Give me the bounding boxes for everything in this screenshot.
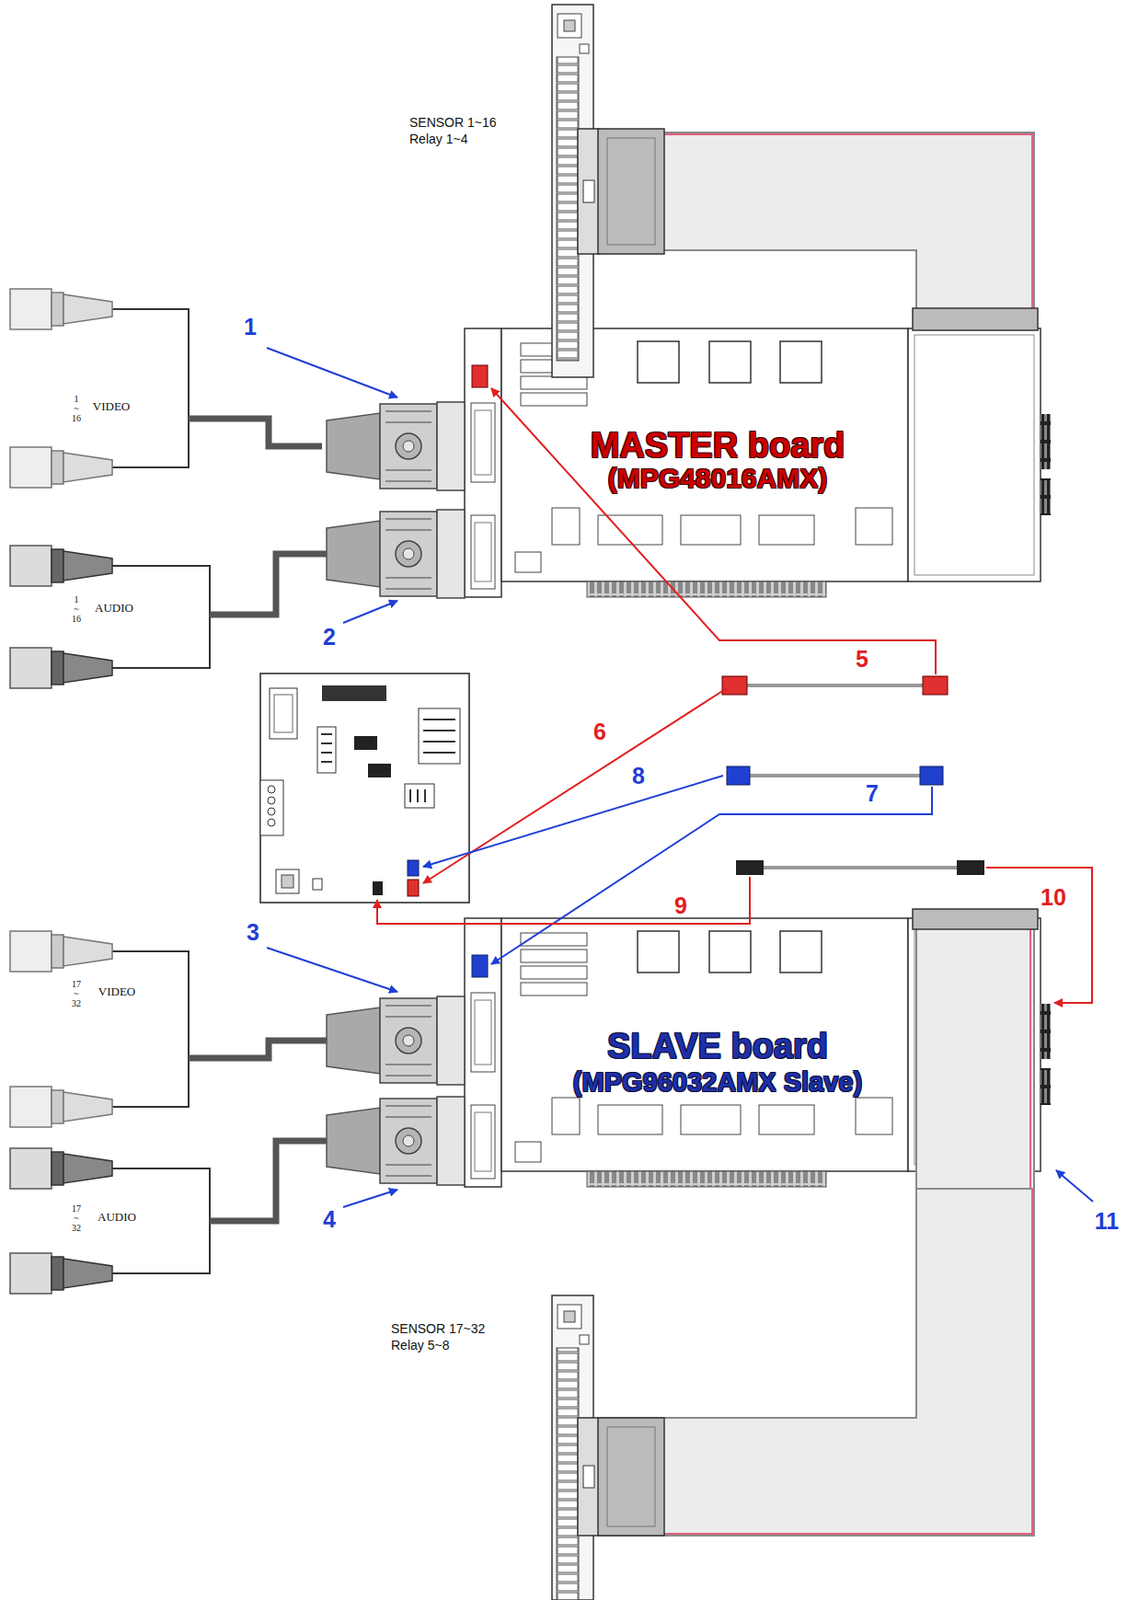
master-board: MASTER board(MPG48016AMX) (464, 328, 1041, 598)
sensor-board: SENSOR 17~32 Relay 5~8 (549, 1295, 598, 1600)
signal-label: AUDIO (97, 1210, 137, 1223)
channel-range: 17 (71, 979, 81, 989)
board-model: (MPG96032AMX Slave) (529, 1069, 907, 1096)
callout-number: 4 (322, 1207, 336, 1231)
callout-number: 3 (246, 920, 260, 944)
channel-range: 32 (71, 1223, 81, 1233)
channel-range: ~ (73, 604, 79, 614)
signal-label: VIDEO (92, 400, 130, 413)
callout-number: 10 (1040, 885, 1067, 909)
channel-range: 17 (71, 1204, 81, 1214)
slave-board: SLAVE board (MPG96032AMX Slave) (464, 918, 1041, 1189)
callout-number: 6 (593, 720, 607, 744)
channel-range: 16 (71, 414, 81, 424)
callout-number: 11 (1094, 1209, 1119, 1233)
board-title: SENSOR 17~32 Relay 5~8 (391, 1321, 502, 1354)
signal-label: VIDEO (98, 985, 136, 998)
board-title: SENSOR 1~16 Relay 1~4 (409, 115, 520, 148)
board-title: MASTER board (529, 427, 907, 463)
callout-number: 8 (632, 764, 645, 788)
signal-label: AUDIO (94, 601, 134, 614)
callout-number: 1 (243, 315, 257, 339)
sensor-board: SENSOR 1~16 Relay 1~4 (549, 4, 598, 378)
channel-range: 1 (74, 394, 80, 404)
channel-range: ~ (73, 989, 79, 999)
callout-number: 7 (865, 782, 879, 805)
channel-range: 32 (71, 999, 81, 1009)
board-model: (MPG48016AMX) (529, 464, 907, 493)
channel-range: 16 (71, 614, 81, 624)
callout-number: 9 (674, 894, 688, 918)
channel-range: 1 (74, 595, 80, 605)
channel-range: ~ (73, 1213, 79, 1223)
channel-range: ~ (73, 403, 79, 414)
callout-number: 5 (855, 647, 869, 671)
callout-number: 2 (322, 625, 336, 649)
board-title: SLAVE board (529, 1028, 907, 1064)
